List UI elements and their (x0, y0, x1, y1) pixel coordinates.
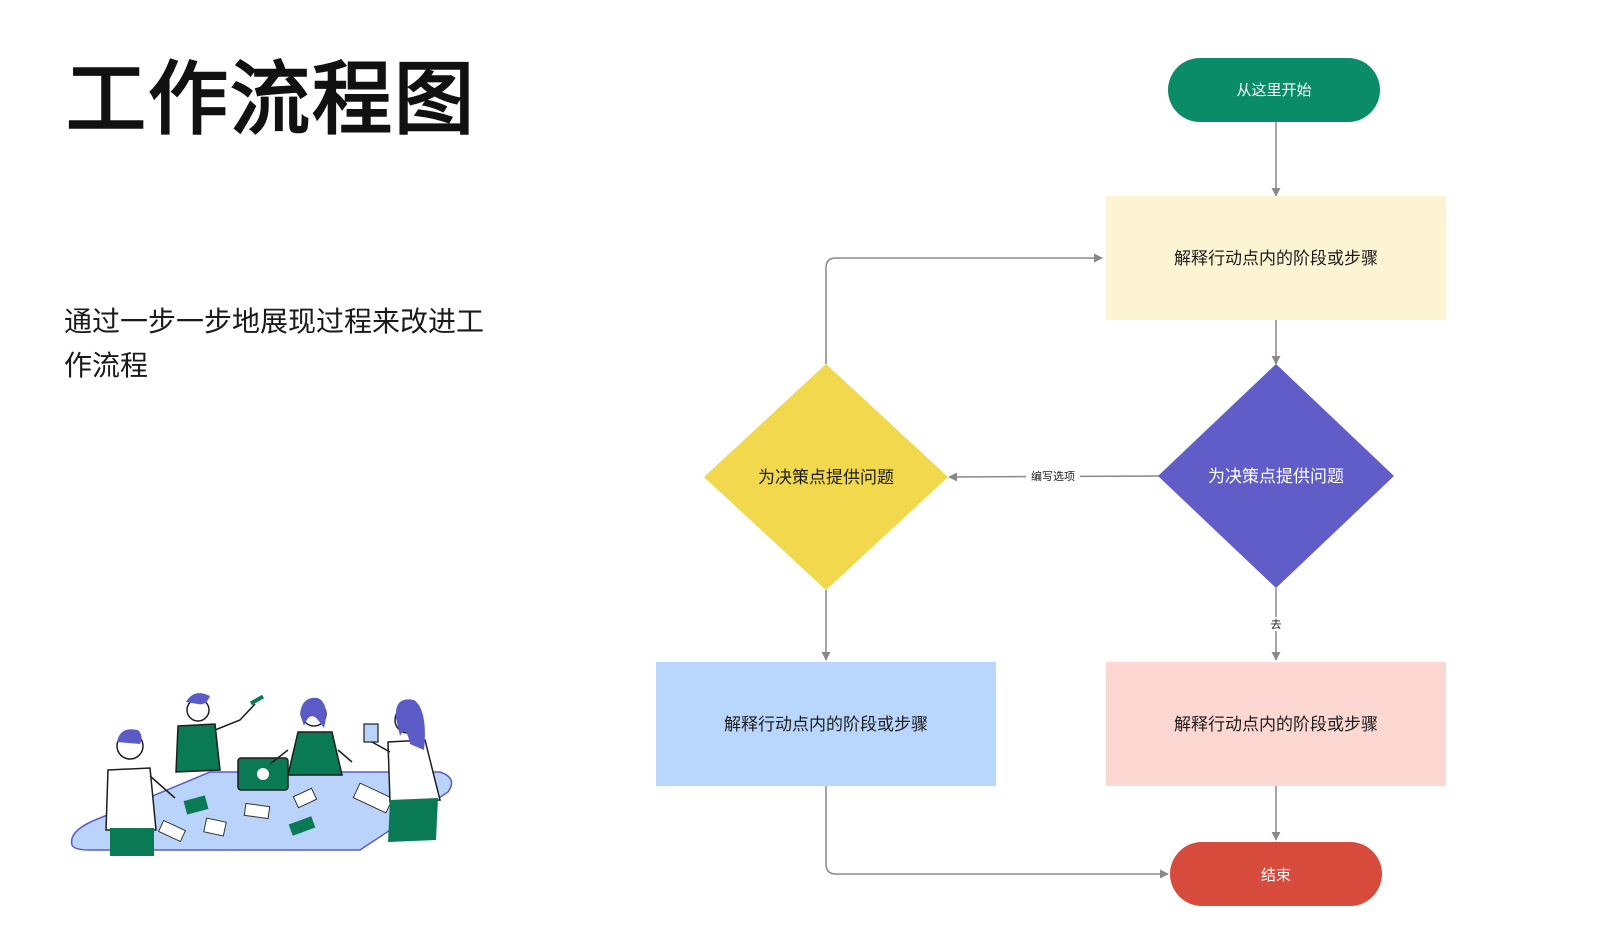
person-middle (269, 697, 353, 776)
step-node-top-label: 解释行动点内的阶段或步骤 (1174, 249, 1378, 269)
start-node-label: 从这里开始 (1236, 81, 1311, 99)
decision-node-left (704, 364, 948, 590)
end-node (1170, 842, 1382, 906)
paper (183, 795, 209, 815)
paper (288, 816, 316, 836)
edge-label-go: 去 (1271, 618, 1282, 631)
paper (292, 787, 318, 809)
end-node-label: 结束 (1261, 866, 1291, 884)
edge-label-options: 编写选项 (1031, 469, 1075, 483)
step-node-top (1106, 196, 1446, 320)
decision-node-right (1158, 364, 1394, 588)
step-node-right-label: 解释行动点内的阶段或步骤 (1174, 715, 1378, 735)
decision-node-left-label: 为决策点提供问题 (758, 468, 894, 488)
page-subtitle: 通过一步一步地展现过程来改进工作流程 (64, 305, 485, 382)
edge-decision-left-loop (825, 253, 1103, 364)
paper (352, 782, 394, 814)
start-node (1168, 58, 1380, 122)
person-right (363, 699, 441, 842)
paper (157, 819, 187, 843)
paper (203, 817, 227, 837)
paper (243, 802, 271, 820)
person-pointing (175, 693, 265, 773)
step-node-left-label: 解释行动点内的阶段或步骤 (724, 715, 928, 735)
team-illustration (70, 693, 453, 856)
edge-step-left-to-end (825, 786, 1169, 879)
person-left (105, 729, 176, 856)
step-node-left (656, 662, 996, 786)
page-title: 工作流程图 (66, 53, 476, 146)
decision-node-right-label: 为决策点提供问题 (1208, 467, 1344, 487)
step-node-right (1106, 662, 1446, 786)
